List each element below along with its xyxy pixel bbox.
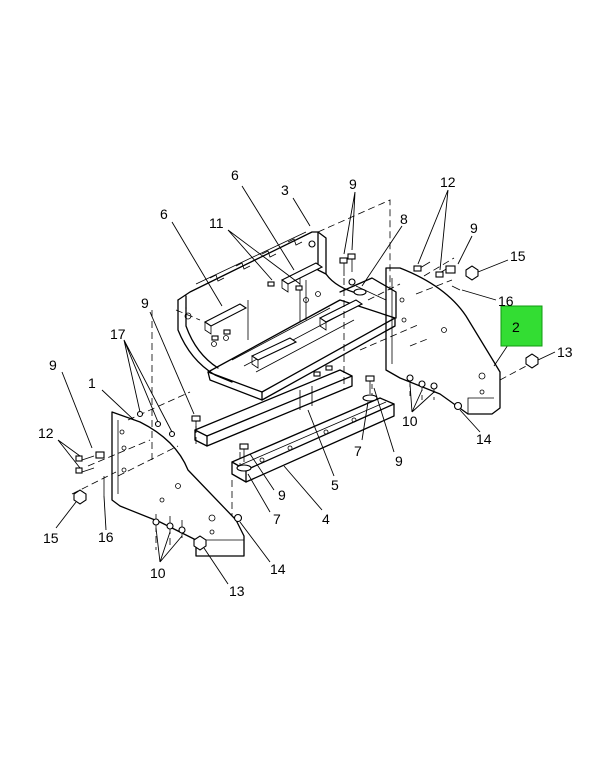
- callout-9c[interactable]: 9: [278, 487, 286, 503]
- callout-14b[interactable]: 14: [270, 561, 286, 577]
- callout-9b[interactable]: 9: [49, 357, 57, 373]
- callout-12b[interactable]: 12: [38, 425, 54, 441]
- callout-10b[interactable]: 10: [150, 565, 166, 581]
- callout-11[interactable]: 11: [209, 215, 224, 231]
- callout-10a[interactable]: 10: [402, 413, 418, 429]
- callout-13b[interactable]: 13: [229, 583, 245, 599]
- callout-5[interactable]: 5: [331, 477, 339, 493]
- callouts: 1 2 3 4 5 6 6 7 7 8 9 9 9 9 9 9 10 10 11…: [38, 167, 573, 599]
- callout-3[interactable]: 3: [281, 182, 289, 198]
- callout-15b[interactable]: 15: [43, 530, 59, 546]
- leader-lines: [55, 185, 556, 585]
- callout-4[interactable]: 4: [322, 511, 330, 527]
- right-side-bracket: [385, 267, 501, 415]
- callout-2[interactable]: 2: [512, 319, 520, 335]
- cross-member: [194, 369, 353, 447]
- alignment-lines: [71, 199, 531, 550]
- callout-1[interactable]: 1: [88, 375, 96, 391]
- callout-9f[interactable]: 9: [470, 220, 478, 236]
- hardware: [73, 240, 539, 551]
- cross-channel: [231, 397, 395, 483]
- callout-6a[interactable]: 6: [160, 206, 168, 222]
- callout-9d[interactable]: 9: [395, 453, 403, 469]
- callout-9e[interactable]: 9: [349, 176, 357, 192]
- callout-9a[interactable]: 9: [141, 295, 149, 311]
- battery-tray: [177, 231, 397, 401]
- callout-16b[interactable]: 16: [98, 529, 114, 545]
- callout-8[interactable]: 8: [400, 211, 408, 227]
- callout-7a[interactable]: 7: [273, 511, 281, 527]
- callout-14a[interactable]: 14: [476, 431, 492, 447]
- callout-2-highlight[interactable]: 2: [500, 305, 543, 347]
- highlight-box: [500, 305, 543, 347]
- callout-16a[interactable]: 16: [498, 293, 514, 309]
- left-side-bracket: [111, 411, 245, 557]
- callout-6b[interactable]: 6: [231, 167, 239, 183]
- callout-7b[interactable]: 7: [354, 443, 362, 459]
- callout-17[interactable]: 17: [110, 326, 126, 342]
- callout-13a[interactable]: 13: [557, 344, 573, 360]
- callout-15a[interactable]: 15: [510, 248, 526, 264]
- callout-12a[interactable]: 12: [440, 174, 456, 190]
